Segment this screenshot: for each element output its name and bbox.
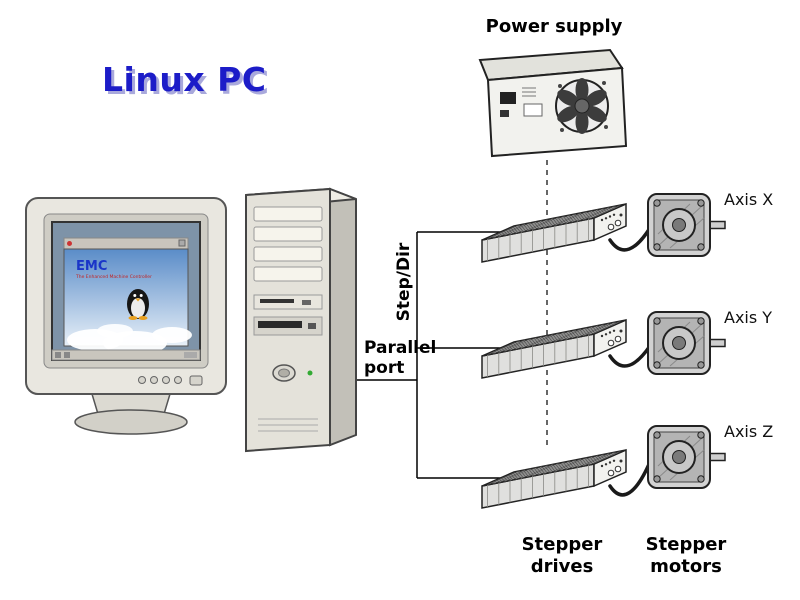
tower-drive-bay xyxy=(253,206,323,222)
psu-power-inlet xyxy=(500,92,516,104)
tower-power-button-inner xyxy=(278,368,290,378)
emc-subtitle: The Enhanced Machine Controller xyxy=(75,274,152,280)
psu-fan-hub xyxy=(574,98,590,114)
tower-drive-bay xyxy=(253,246,323,262)
power-supply-illustration xyxy=(478,48,628,158)
tower-drive-bay xyxy=(253,266,323,282)
screen-window-titlebar xyxy=(63,237,189,250)
psu-label xyxy=(523,103,543,117)
stepper-drive-axis-z xyxy=(481,449,627,509)
psu-screw xyxy=(558,84,562,88)
screen-cloud xyxy=(152,327,192,343)
step-dir-label: Step/Dir xyxy=(394,242,414,322)
tower-power-led xyxy=(307,370,313,376)
stepper-motor-axis-y xyxy=(647,311,726,375)
crt-monitor-illustration: EMC The Enhanced Machine Controller xyxy=(25,197,227,435)
monitor-button xyxy=(138,376,146,384)
linux-pc-label: Linux PC xyxy=(102,60,267,99)
screen-window-close xyxy=(178,239,186,247)
signal-lines xyxy=(354,231,505,479)
psu-screw xyxy=(602,81,606,85)
stepper-motors-label: Stepper motors xyxy=(645,534,727,577)
emc-title: EMC xyxy=(76,259,107,274)
axis-y-label: Axis Y xyxy=(724,308,773,327)
stepper-motor-axis-z xyxy=(647,425,726,489)
tower-cd-slot xyxy=(258,321,302,328)
tower-case-illustration xyxy=(245,187,357,453)
tux-penguin xyxy=(127,289,149,320)
tower-floppy-button xyxy=(302,300,311,305)
psu-fan-blades xyxy=(557,78,607,134)
psu-switch xyxy=(500,110,509,117)
tower-floppy-slot xyxy=(260,299,294,303)
screen-window-icon xyxy=(67,241,72,246)
stepper-drive-axis-x xyxy=(481,203,627,263)
screen-taskbar xyxy=(51,349,201,361)
monitor-button xyxy=(174,376,182,384)
axis-z-label: Axis Z xyxy=(724,422,774,441)
taskbar-clock xyxy=(184,352,197,358)
tower-cd-button xyxy=(308,323,316,329)
stepper-motor-axis-x xyxy=(647,193,726,257)
axis-x-label: Axis X xyxy=(724,190,774,209)
motor-cables xyxy=(608,226,652,497)
monitor-stand-base xyxy=(74,409,188,435)
tower-drive-bay xyxy=(253,226,323,242)
psu-screw xyxy=(560,128,564,132)
taskbar-button xyxy=(64,352,70,358)
stepper-drives-label: Stepper drives xyxy=(521,534,603,577)
psu-vents xyxy=(522,87,536,97)
psu-screw xyxy=(604,125,608,129)
stepper-drive-axis-y xyxy=(481,319,627,379)
tower-vents xyxy=(258,418,318,432)
monitor-power-button xyxy=(189,375,203,386)
parallel-port-label: Parallel port xyxy=(364,338,437,379)
tower-side-face xyxy=(329,187,357,447)
taskbar-button xyxy=(55,352,61,358)
cable-axis-z xyxy=(608,460,652,497)
screen-cloud xyxy=(97,324,133,338)
power-supply-label: Power supply xyxy=(485,16,623,37)
monitor-button xyxy=(162,376,170,384)
cable-axis-x xyxy=(608,226,652,252)
monitor-button xyxy=(150,376,158,384)
cable-axis-y xyxy=(608,344,652,368)
